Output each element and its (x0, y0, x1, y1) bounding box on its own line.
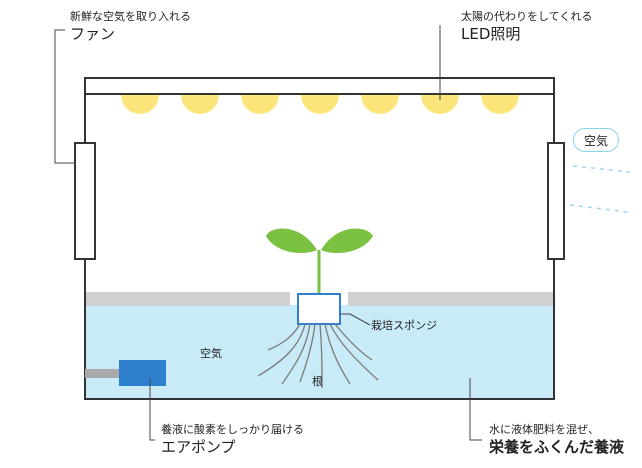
pump-label: エアポンプ (161, 438, 236, 456)
tray-right (348, 292, 554, 306)
leaf-right (321, 228, 373, 254)
pump-caption: 養液に酸素をしっかり届ける (161, 423, 304, 436)
roots (257, 323, 379, 389)
led-light (421, 95, 459, 114)
grow-sponge (297, 293, 341, 325)
led-caption: 太陽の代わりをしてくれる (461, 10, 593, 23)
fan-label: ファン (70, 25, 116, 43)
tray-left (85, 292, 290, 306)
led-bar (84, 77, 555, 95)
solution-label: 栄養をふくんだ養液 (489, 438, 625, 456)
led-label: LED照明 (461, 25, 521, 43)
leaf-left (266, 228, 317, 254)
led-light (181, 95, 219, 114)
airflow-lines (569, 165, 631, 213)
air-pump (119, 360, 166, 386)
led-light (361, 95, 399, 114)
led-light (241, 95, 279, 114)
fan-right (547, 142, 565, 260)
led-light (301, 95, 339, 114)
air-tube (85, 369, 121, 378)
air-bubble-label: 空気 (573, 128, 619, 152)
air-in-water-label: 空気 (200, 347, 222, 360)
fan-caption: 新鮮な空気を取り入れる (70, 10, 191, 23)
solution-caption: 水に液体肥料を混ぜ、 (489, 423, 599, 436)
led-light (121, 95, 159, 114)
fan-left (74, 142, 96, 260)
root-label: 根 (312, 375, 323, 388)
led-light (481, 95, 519, 114)
sponge-label: 栽培スポンジ (371, 319, 437, 332)
led-lights (121, 95, 519, 114)
leader-lines (54, 25, 482, 441)
